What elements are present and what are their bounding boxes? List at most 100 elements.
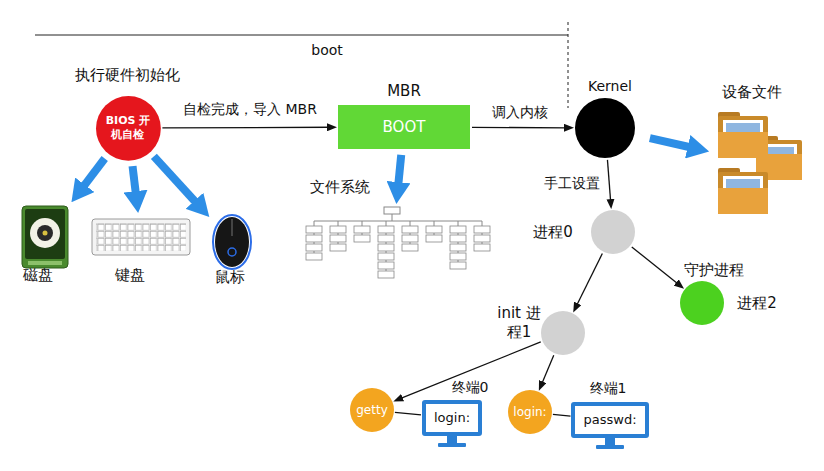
connector	[81, 159, 105, 190]
file-tree-icon	[474, 235, 490, 242]
connector	[162, 127, 331, 129]
file-tree-icon	[330, 226, 346, 233]
bios-circle: 执行硬件初始化BIOS 开机自检	[96, 96, 161, 161]
monitor-stand	[438, 443, 466, 447]
file-tree-icon	[402, 226, 418, 233]
file-tree-icon	[306, 244, 322, 251]
folder-icon	[718, 188, 768, 214]
connector	[399, 342, 541, 399]
file-tree-icon	[402, 244, 418, 251]
connector	[472, 127, 568, 129]
node-label: 鼠标	[215, 268, 245, 287]
monitor-stand	[596, 445, 624, 449]
file-tree-icon	[306, 235, 322, 242]
node-label: init 进程1	[496, 304, 542, 342]
terminal-monitor: 终端0login:	[422, 400, 482, 436]
folder-icon	[718, 116, 768, 158]
kernel-circle: Kernel	[575, 98, 635, 158]
node-label: Kernel	[588, 78, 632, 96]
file-tree-icon	[378, 235, 394, 242]
circle-shape	[680, 281, 724, 325]
monitor-stand	[605, 438, 615, 446]
monitor-stand	[596, 438, 624, 449]
file-tree-icon	[402, 235, 418, 242]
section-label: boot	[309, 42, 345, 59]
edge-label: 手工设置	[542, 175, 602, 192]
boot-bracket	[35, 35, 568, 36]
file-tree-icon	[426, 226, 442, 233]
node-text: getty	[356, 403, 388, 418]
circle-fill	[350, 388, 394, 432]
mouse-icon	[228, 248, 236, 256]
file-tree-icon	[378, 226, 394, 233]
disk-icon	[43, 231, 48, 236]
monitor-stand	[438, 436, 466, 447]
connector	[541, 355, 554, 385]
folder-icon	[718, 168, 768, 214]
keyboard-icon	[92, 219, 190, 255]
file-tree-icon	[330, 244, 346, 251]
disk-icon	[22, 206, 68, 268]
monitor-stand	[447, 436, 457, 444]
node-text: login:	[434, 410, 470, 426]
mouse-icon	[213, 215, 251, 269]
node-label: 设备文件	[722, 83, 782, 102]
edge-label: 调入内核	[490, 104, 550, 121]
circle-fill	[96, 96, 161, 161]
node-label: 终端1	[590, 380, 627, 398]
device-file-node: 设备文件	[715, 110, 805, 216]
connector	[398, 155, 401, 188]
disk-icon	[28, 261, 62, 265]
file-tree-icon	[474, 244, 490, 251]
terminal-monitor: 终端1passwd:	[571, 402, 648, 438]
file-tree-icon	[378, 244, 394, 251]
folder-icon	[718, 132, 768, 158]
file-tree-icon	[450, 235, 466, 242]
mouse-node: 鼠标	[212, 214, 252, 270]
file-tree-icon	[354, 226, 370, 233]
keyboard-icon	[92, 219, 190, 255]
node-label: 守护进程	[684, 261, 744, 280]
disk-icon	[37, 225, 53, 241]
connector	[632, 247, 680, 285]
file-tree-icon	[450, 253, 466, 260]
disk-node: 磁盘	[21, 205, 69, 269]
edge-label: 自检完成，导入 MBR	[181, 101, 319, 118]
file-tree-icon	[378, 262, 394, 269]
file-tree-icon	[450, 262, 466, 269]
file-tree-icon	[378, 271, 394, 278]
disk-icon	[22, 206, 68, 268]
connector	[133, 166, 137, 197]
keyboard-icon	[96, 223, 186, 251]
file-tree-icon	[306, 226, 322, 233]
file-tree-icon	[384, 207, 400, 214]
connector	[576, 254, 602, 308]
node-label: 进程0	[533, 223, 573, 242]
mouse-icon	[215, 217, 249, 267]
login-circle: login:	[508, 390, 552, 434]
file-tree-icon	[330, 235, 346, 242]
boot-bracket	[35, 22, 568, 108]
node-label: 磁盘	[23, 266, 53, 285]
node-text: BOOT	[383, 118, 426, 137]
process-circle: 进程0	[591, 210, 635, 254]
keyboard-node: 键盘	[91, 217, 191, 257]
node-text: login:	[513, 405, 546, 420]
circle-shape	[591, 210, 635, 254]
file-tree-icon	[450, 226, 466, 233]
node-label: MBR	[387, 82, 421, 101]
disk-icon	[30, 218, 60, 248]
disk-icon	[25, 209, 65, 259]
file-tree-icon	[450, 244, 466, 251]
circle-fill	[541, 311, 585, 355]
node-text: passwd:	[583, 412, 636, 428]
getty-circle: getty	[350, 388, 394, 432]
circle-shape	[575, 98, 635, 158]
node-label: 进程2	[737, 294, 777, 313]
circle-fill	[591, 210, 635, 254]
file-tree-icon	[392, 214, 393, 221]
circle-fill	[680, 281, 724, 325]
mouse-icon	[213, 215, 251, 269]
